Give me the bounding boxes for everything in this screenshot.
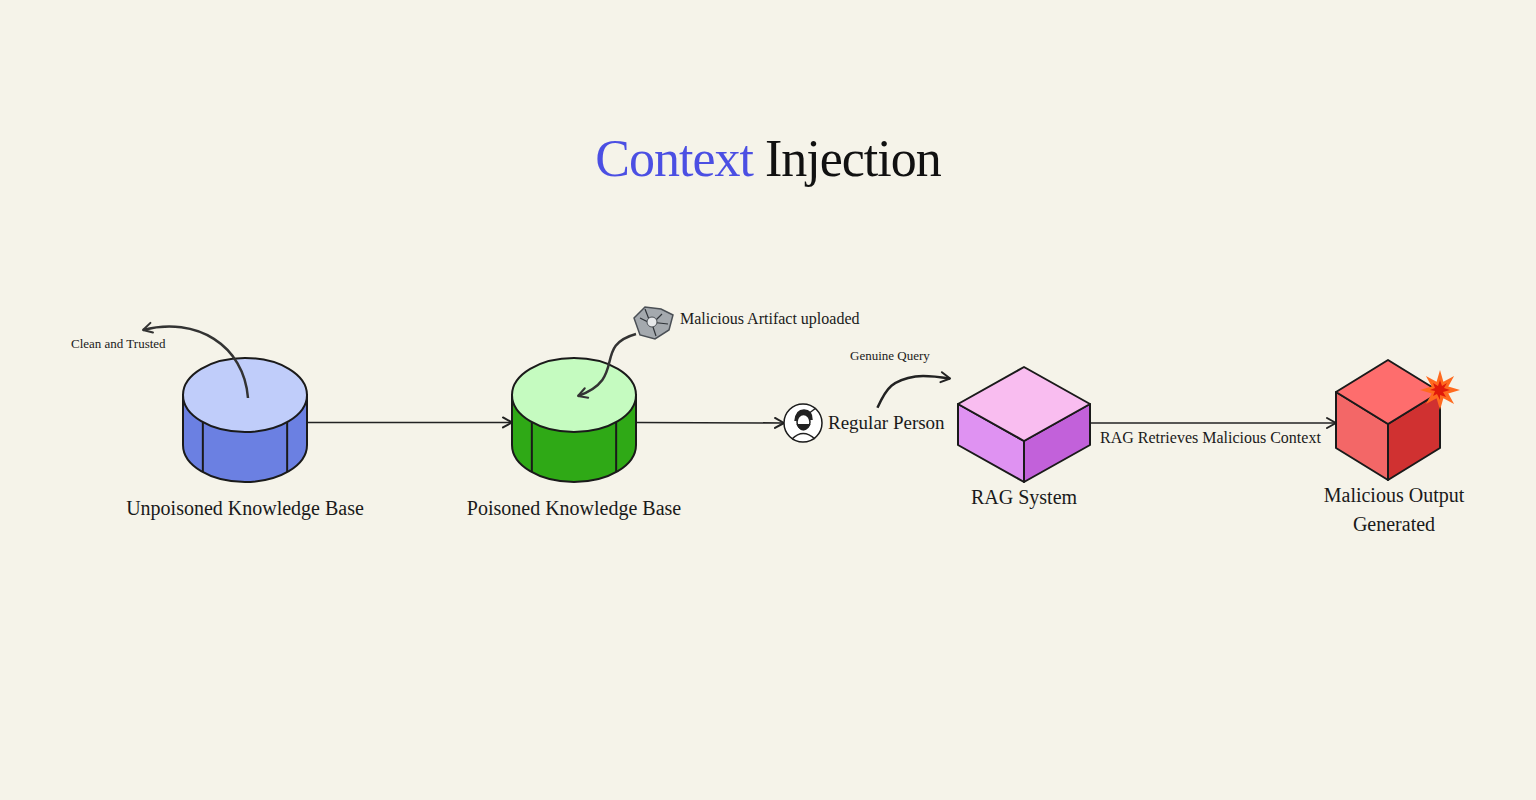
node-shape [183, 358, 307, 482]
diagram-title: Context Injection [595, 128, 940, 190]
connector-label: RAG Retrieves Malicious Context [1100, 429, 1321, 447]
database-cylinder: Unpoisoned Knowledge Base [183, 358, 307, 482]
actor-circle-outline [784, 404, 822, 442]
annotation-label: Malicious Artifact uploaded [680, 310, 860, 328]
connector-arrow [877, 376, 950, 408]
node-label: RAG System [971, 483, 1077, 512]
node-label: Malicious Output Generated [1309, 481, 1479, 539]
actor-circle: Regular Person [784, 404, 930, 442]
cube-top-face [1336, 360, 1440, 424]
process-cube: Malicious Output Generated [1336, 360, 1440, 480]
crumpled-paper-icon [634, 307, 673, 339]
annotation-label: Clean and Trusted [71, 336, 166, 352]
node-label: Unpoisoned Knowledge Base [126, 494, 364, 523]
database-cylinder: Poisoned Knowledge Base [512, 358, 636, 482]
cylinder-panel-line [615, 422, 617, 472]
cylinder-panel-line [202, 422, 204, 472]
process-cube: RAG System [958, 367, 1090, 482]
node-label: Regular Person [828, 409, 945, 437]
connector-arrow [1090, 422, 1336, 424]
node-shape [512, 358, 636, 482]
cylinder-panel-line [531, 422, 533, 472]
connector-arrow [307, 422, 512, 424]
node-label: Poisoned Knowledge Base [467, 494, 681, 523]
connector-label: Genuine Query [850, 348, 930, 364]
node-shape [1336, 360, 1440, 480]
cylinder-top [512, 358, 636, 432]
title-wrap: Context Injection [0, 128, 1536, 190]
cylinder-top [183, 358, 307, 432]
connector-arrow [636, 422, 784, 424]
cube-top-face [958, 367, 1090, 441]
cylinder-panel-line [286, 422, 288, 472]
node-shape [958, 367, 1090, 482]
